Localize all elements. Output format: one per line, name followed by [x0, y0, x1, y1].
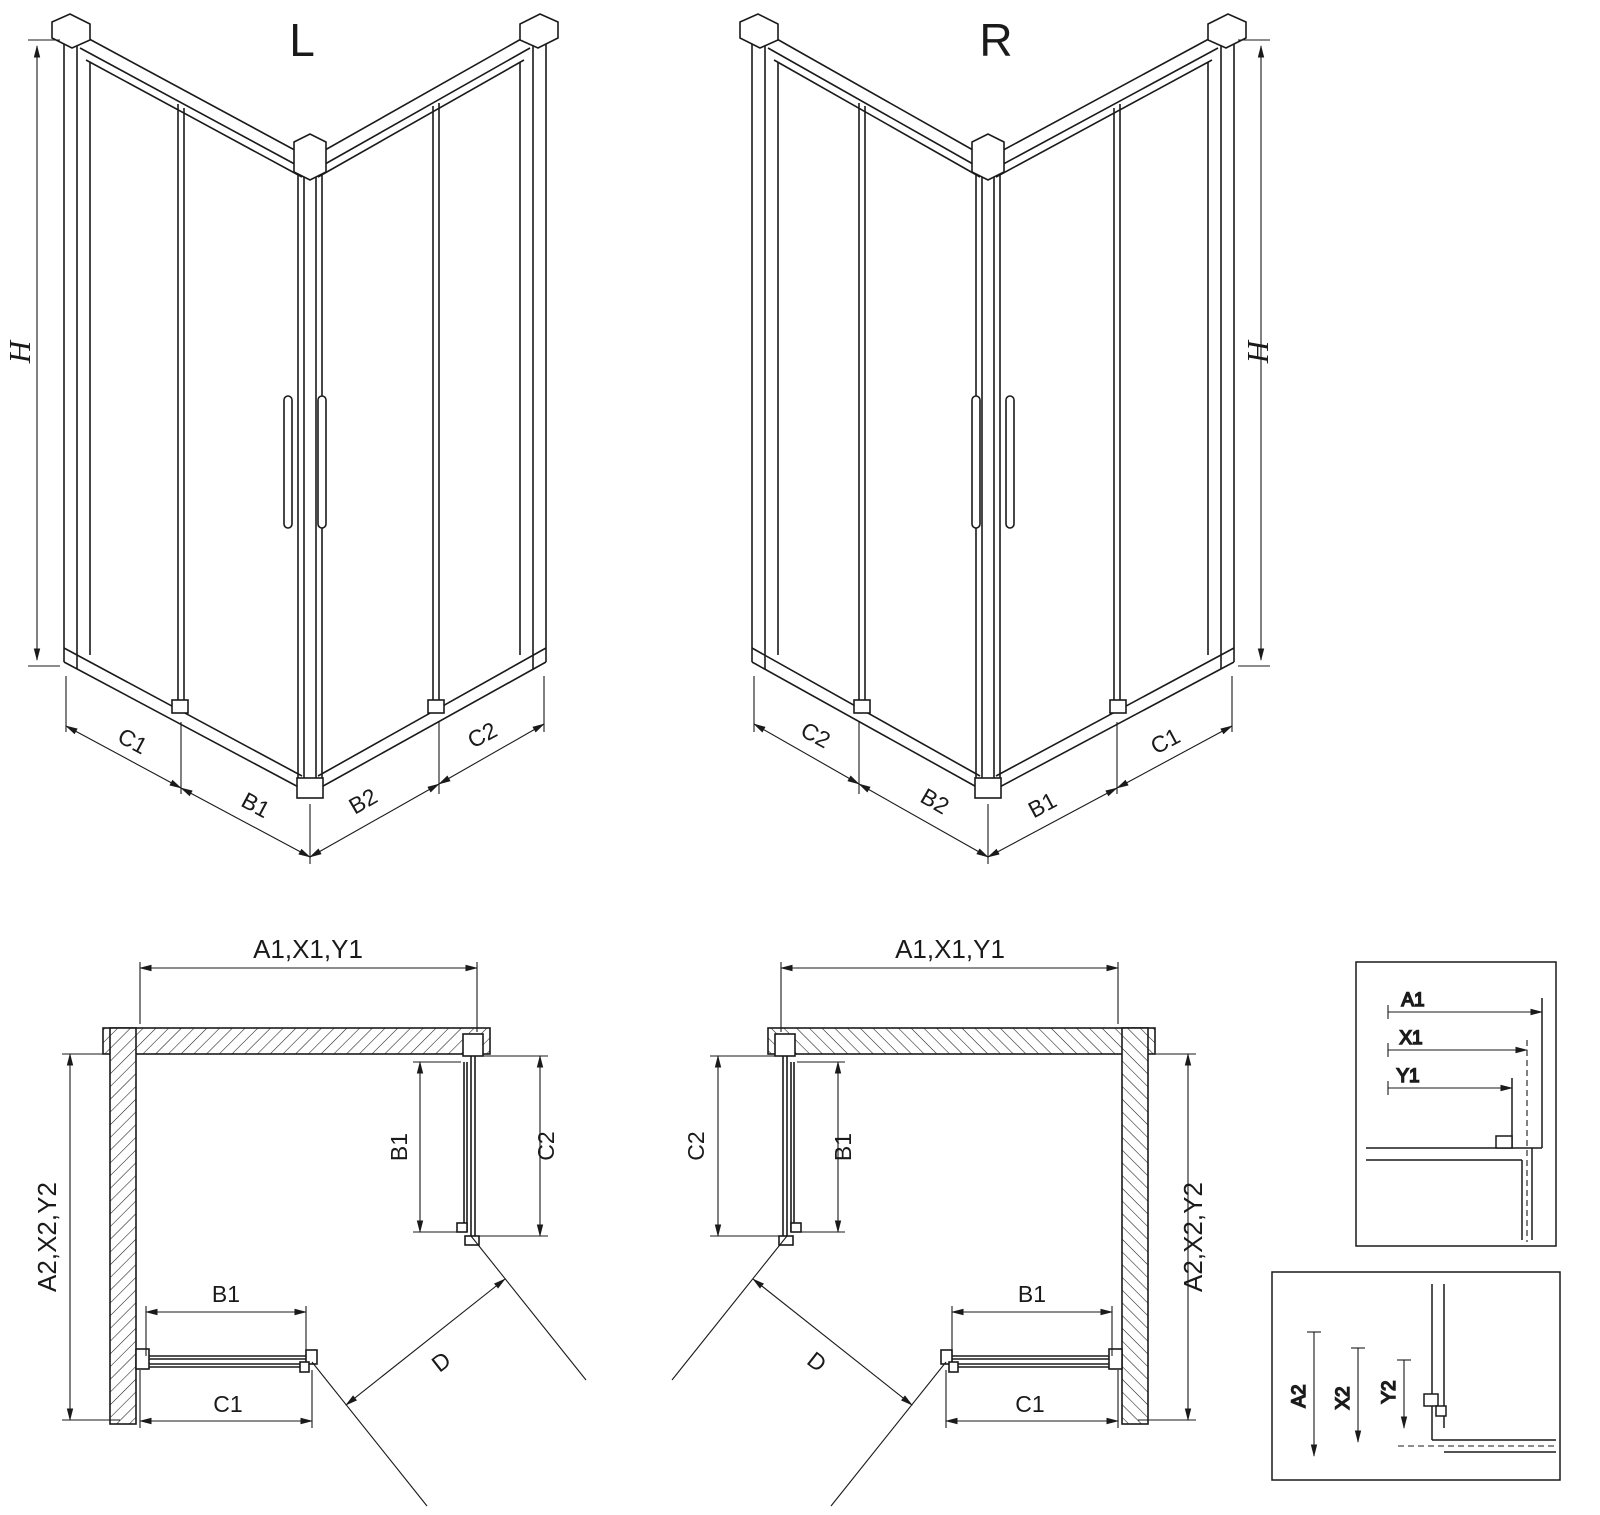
iso-right-drawing: R H C2 B2 B1 C1 [740, 14, 1275, 864]
width-dim-label: C1 [1146, 723, 1184, 760]
plan-right-geometry [672, 962, 1196, 1506]
width-dim-label: B1 [237, 787, 274, 823]
variant-label-left: L [289, 14, 315, 66]
plan-side-dim-label: A2,X2,Y2 [32, 1182, 62, 1292]
width-dim-label: B2 [916, 783, 953, 820]
fixed-side-dim-label: C2 [533, 1131, 559, 1160]
detail-dim-label: X1 [1399, 1028, 1422, 1049]
width-dim-label: B1 [1024, 787, 1061, 823]
fixed-bottom-dim-label: C1 [213, 1391, 242, 1417]
detail-dim-label: A1 [1401, 990, 1424, 1011]
plan-top-dim-label: A1,X1,Y1 [253, 934, 363, 964]
fixed-bottom-dim-label: C1 [1015, 1391, 1044, 1417]
diagonal-dim-label: D [427, 1346, 456, 1377]
detail-dim-label: Y2 [1379, 1380, 1400, 1403]
detail-box [1271, 1271, 1561, 1481]
plan-top-dim-label: A1,X1,Y1 [895, 934, 1005, 964]
detail-dim-label: Y1 [1396, 1066, 1419, 1087]
width-dim-label: B2 [344, 783, 381, 820]
plan-side-dim-label: A2,X2,Y2 [1178, 1182, 1208, 1292]
detail-box [1355, 961, 1557, 1247]
door-side-dim-label: B1 [386, 1133, 412, 1161]
width-dim-label: C2 [463, 717, 501, 754]
variant-label-right: R [979, 14, 1012, 66]
width-dim-label: C1 [114, 723, 152, 760]
detail-vertical-dims: A2 X2 Y2 [1271, 1271, 1561, 1481]
detail-dim-label: A2 [1289, 1384, 1310, 1407]
detail-horizontal-dims: A1 X1 Y1 [1355, 961, 1557, 1247]
iso-left-drawing: L H C1 B1 B2 C2 [2, 14, 558, 864]
plan-left-drawing: A1,X1,Y1 A2,X2,Y2 B1 C2 B1 C1 D [32, 934, 586, 1506]
plan-right-drawing: A1,X1,Y1 A2,X2,Y2 B1 C2 B1 C1 D [672, 934, 1208, 1506]
detail-dim-label: X2 [1333, 1386, 1354, 1409]
fixed-side-dim-label: C2 [683, 1131, 709, 1160]
door-bottom-dim-label: B1 [212, 1281, 240, 1307]
width-dim-label: C2 [797, 717, 835, 754]
height-dim-label: H [2, 339, 37, 364]
door-side-dim-label: B1 [830, 1133, 856, 1161]
door-bottom-dim-label: B1 [1018, 1281, 1046, 1307]
height-dim-label: H [1240, 339, 1275, 364]
plan-left-geometry [62, 962, 586, 1506]
diagonal-dim-label: D [802, 1346, 831, 1377]
